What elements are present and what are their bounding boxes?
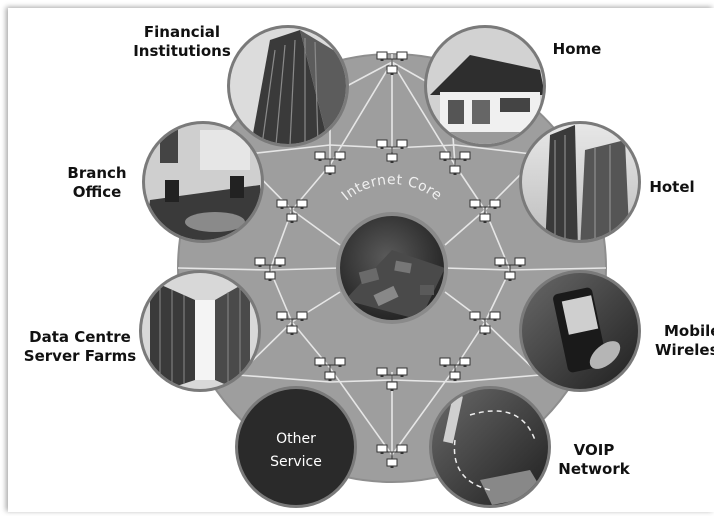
node-branch bbox=[142, 121, 264, 243]
meeting-room-icon bbox=[145, 124, 261, 240]
node-other: Other Service bbox=[235, 386, 357, 508]
laptop-icon bbox=[432, 389, 548, 505]
computer-network-icon bbox=[439, 151, 471, 175]
computer-network-icon bbox=[276, 199, 308, 223]
computer-network-icon bbox=[469, 199, 501, 223]
computer-network-icon bbox=[376, 367, 408, 391]
computer-network-icon bbox=[314, 151, 346, 175]
computer-network-icon bbox=[376, 444, 408, 468]
computer-network-icon bbox=[314, 357, 346, 381]
computer-network-icon bbox=[439, 357, 471, 381]
node-financial bbox=[227, 25, 349, 147]
computer-network-icon bbox=[494, 257, 526, 281]
other-label-line-1: Other bbox=[276, 431, 316, 447]
internet-core: Internet Core bbox=[336, 172, 448, 324]
other-label-line-2: Service bbox=[270, 454, 322, 470]
desk-icon bbox=[345, 250, 444, 320]
smartphone-icon bbox=[522, 273, 638, 389]
computer-network-icon bbox=[254, 257, 286, 281]
office-building-icon bbox=[230, 28, 346, 144]
network-clusters bbox=[254, 51, 526, 468]
computer-network-icon bbox=[376, 51, 408, 75]
node-voip bbox=[429, 386, 551, 508]
skyscraper-icon bbox=[522, 124, 638, 240]
node-mobile bbox=[519, 270, 641, 392]
node-hotel bbox=[519, 121, 641, 243]
house-icon bbox=[427, 28, 543, 144]
label-home: Home bbox=[553, 40, 602, 58]
computer-network-icon bbox=[376, 139, 408, 163]
label-hotel: Hotel bbox=[649, 178, 694, 196]
server-rack-icon bbox=[142, 273, 258, 389]
computer-network-icon bbox=[469, 311, 501, 335]
node-datacentre bbox=[139, 270, 261, 392]
computer-network-icon bbox=[276, 311, 308, 335]
label-mobile: MobileWireless bbox=[655, 322, 714, 359]
node-home bbox=[424, 25, 546, 147]
